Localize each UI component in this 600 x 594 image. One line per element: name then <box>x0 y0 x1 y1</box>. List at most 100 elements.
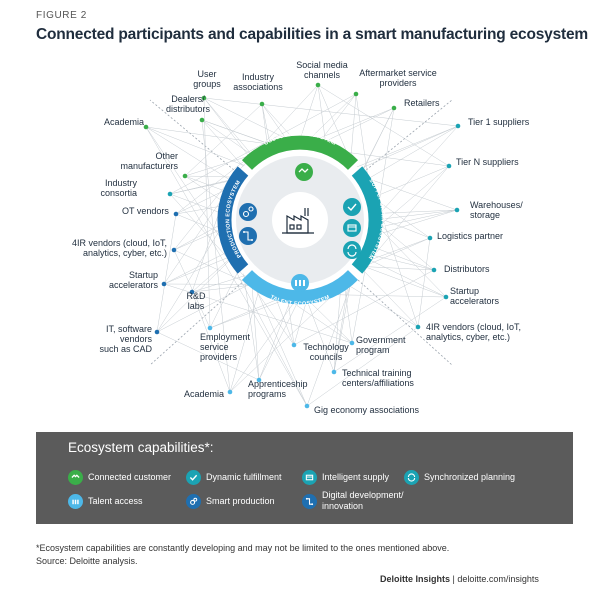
people-icon <box>68 494 83 509</box>
check-icon <box>186 470 201 485</box>
network-line <box>347 284 419 328</box>
participant-label: Dealers/distributors <box>166 94 211 114</box>
ring-customer <box>241 135 359 171</box>
capability-label: Talent access <box>88 496 143 506</box>
network-line <box>203 97 253 156</box>
participant-label: Tier 1 suppliers <box>468 117 530 127</box>
footnote: *Ecosystem capabilities are constantly d… <box>36 543 450 553</box>
participant-label: Logistics partner <box>437 231 503 241</box>
participant-label: Academia <box>184 389 224 399</box>
credit-brand: Deloitte Insights <box>380 574 451 584</box>
network-line <box>317 84 450 167</box>
participant-label: Tier N suppliers <box>456 157 519 167</box>
network-line <box>306 326 419 407</box>
participant-dots <box>143 82 461 409</box>
capability-talent-access: Talent access <box>68 494 143 509</box>
participant-dot <box>171 247 177 253</box>
dashed-dividers <box>149 99 453 366</box>
digital-icon <box>302 493 317 509</box>
network-line <box>229 293 301 393</box>
figure-title: Connected participants and capabilities … <box>36 26 588 43</box>
inner-handshake-icon <box>295 163 313 181</box>
participant-dot <box>304 403 310 409</box>
network-line <box>175 154 253 215</box>
participant-dot <box>199 117 205 123</box>
inner-box-icon <box>343 219 361 237</box>
inner-gears-icon <box>239 203 257 221</box>
capability-label: Connected customer <box>88 472 172 482</box>
network-line <box>251 284 260 381</box>
capability-synchronized-planning: Synchronized planning <box>404 470 515 485</box>
participant-dot <box>415 324 421 330</box>
participant-dot <box>455 123 461 129</box>
capability-label: Digital development/ innovation <box>322 490 404 511</box>
network-line <box>201 119 231 393</box>
network-line <box>417 237 431 328</box>
participant-dot <box>201 95 207 101</box>
participant-dot <box>143 124 149 130</box>
network-line <box>369 165 450 261</box>
network-line <box>373 125 459 221</box>
capability-intelligent-supply: Intelligent supply <box>302 470 389 485</box>
network-line <box>145 126 308 407</box>
inner-check-icon <box>343 198 361 216</box>
ring-supply <box>351 166 383 274</box>
participant-dot <box>391 105 397 111</box>
network-line <box>184 154 253 177</box>
participant-dot <box>291 342 297 348</box>
participant-dot <box>446 163 452 169</box>
participant-dot <box>182 173 188 179</box>
participant-dot <box>427 235 433 241</box>
capability-smart-production: Smart production <box>186 494 275 509</box>
inner-sync-icon <box>343 241 361 259</box>
participant-label: Academia <box>104 117 144 127</box>
network-line <box>156 219 227 333</box>
participant-dot <box>443 294 449 300</box>
participant-dot <box>189 289 195 295</box>
participant-dot <box>173 211 179 217</box>
participant-label: 4IR vendors (cloud, IoT,analytics, cyber… <box>72 238 167 258</box>
network-line <box>333 284 349 373</box>
gears-icon <box>186 494 201 509</box>
participant-dot <box>256 377 262 383</box>
participant-label: Distributors <box>444 264 490 274</box>
network-line <box>229 259 308 407</box>
figure-label: FIGURE 2 <box>36 10 87 21</box>
capabilities-panel: Ecosystem capabilities*: Connected custo… <box>36 432 573 524</box>
participant-dot <box>353 91 359 97</box>
participant-dot <box>161 281 167 287</box>
ring-production <box>217 166 249 274</box>
participant-dot <box>315 82 321 88</box>
network-line <box>169 93 357 195</box>
participant-dot <box>454 207 460 213</box>
participant-dot <box>227 389 233 395</box>
network-line <box>191 284 253 293</box>
credit-url: deloitte.com/insights <box>457 574 539 584</box>
participant-label: Gig economy associations <box>314 405 420 415</box>
sync-icon <box>404 470 419 485</box>
credit: Deloitte Insights | deloitte.com/insight… <box>380 574 539 584</box>
participant-dot <box>331 369 337 375</box>
factory-icon <box>282 208 314 234</box>
network-line <box>191 291 231 393</box>
participant-dot <box>431 267 437 273</box>
network-line <box>251 284 295 346</box>
network-line <box>201 119 253 156</box>
participant-dot <box>167 191 173 197</box>
capability-digital-development: Digital development/ innovation <box>302 490 422 512</box>
capability-label: Dynamic fulfillment <box>206 472 282 482</box>
network-line <box>229 84 319 181</box>
source-note: Source: Deloitte analysis. <box>36 556 138 566</box>
network-line <box>373 209 458 221</box>
network-line <box>169 179 231 195</box>
